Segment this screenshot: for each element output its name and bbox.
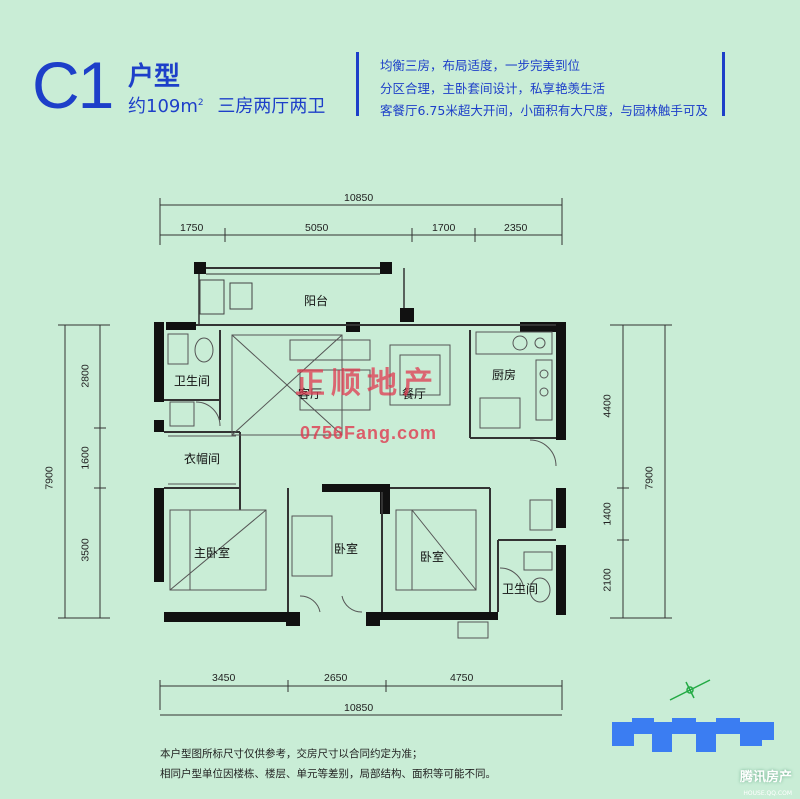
feature-line-2: 分区合理，主卧套间设计，私享艳羡生活 xyxy=(380,81,606,96)
dim-left-3: 3500 xyxy=(79,538,92,562)
dim-right-1: 4400 xyxy=(601,394,614,418)
dim-bottom-2: 2650 xyxy=(324,672,348,684)
room-living-label: 客厅 xyxy=(298,387,323,401)
watermark-url: 0756Fang.com xyxy=(300,423,438,443)
dim-left-total: 7900 xyxy=(43,466,56,490)
room-master-label: 主卧室 xyxy=(194,546,231,560)
dim-top-3: 1700 xyxy=(432,222,456,234)
feature-divider-right xyxy=(722,52,725,116)
room-bed3-label: 卧室 xyxy=(420,550,445,564)
furniture xyxy=(167,331,557,639)
interior-walls xyxy=(164,324,556,612)
feature-line-3: 客餐厅6.75米超大开间，小面积有大尺度，与园林触手可及 xyxy=(380,103,708,118)
dim-left-2: 1600 xyxy=(79,446,92,470)
unit-code: C1 xyxy=(32,48,114,122)
room-balcony-label: 阳台 xyxy=(304,294,329,308)
dim-top-4: 2350 xyxy=(504,222,528,234)
layout-desc: 三房两厅两卫 xyxy=(217,96,326,117)
corner-logo: 腾讯房产 xyxy=(739,770,792,785)
dim-top-1: 1750 xyxy=(180,222,204,234)
corner-logo-sub: HOUSE.QQ.COM xyxy=(743,790,792,797)
feature-divider-left xyxy=(356,52,359,116)
room-kitchen-label: 厨房 xyxy=(492,368,517,382)
unit-type-label: 户型 xyxy=(128,62,181,92)
unit-area-desc: 约109m2 三房两厅两卫 xyxy=(128,92,325,118)
feature-line-1: 均衡三房，布局适度，一步完美到位 xyxy=(380,58,581,73)
compass-icon xyxy=(669,679,711,701)
room-closet-label: 衣帽间 xyxy=(184,452,221,466)
room-dining-label: 餐厅 xyxy=(402,387,427,401)
room-bath1-label: 卫生间 xyxy=(174,374,211,388)
dim-right-total: 7900 xyxy=(643,466,656,490)
exterior-walls xyxy=(154,322,566,626)
dim-left-1: 2800 xyxy=(79,364,92,388)
dim-right-3: 2100 xyxy=(601,568,614,592)
watermark-text: 正顺地产 xyxy=(295,366,439,401)
disclaimer-line-2: 相同户型单位因楼栋、楼层、单元等差别，局部结构、面积等可能不同。 xyxy=(160,768,496,780)
area-value: 约109m xyxy=(128,96,198,117)
dim-right-2: 1400 xyxy=(601,502,614,526)
room-bath2-label: 卫生间 xyxy=(502,582,539,596)
room-bed2-label: 卧室 xyxy=(334,542,359,556)
balcony-outline xyxy=(194,262,414,325)
dimension-lines xyxy=(58,198,672,716)
dim-top-2: 5050 xyxy=(305,222,329,234)
disclaimer-line-1: 本户型图所标尺寸仅供参考，交房尺寸以合同约定为准； xyxy=(160,748,423,760)
site-plan-icon xyxy=(612,718,774,752)
dim-top-total: 10850 xyxy=(344,192,374,204)
area-unit-sup: 2 xyxy=(197,98,204,108)
dim-bottom-3: 4750 xyxy=(450,672,474,684)
dim-bottom-1: 3450 xyxy=(212,672,236,684)
dim-bottom-total: 10850 xyxy=(344,702,374,714)
